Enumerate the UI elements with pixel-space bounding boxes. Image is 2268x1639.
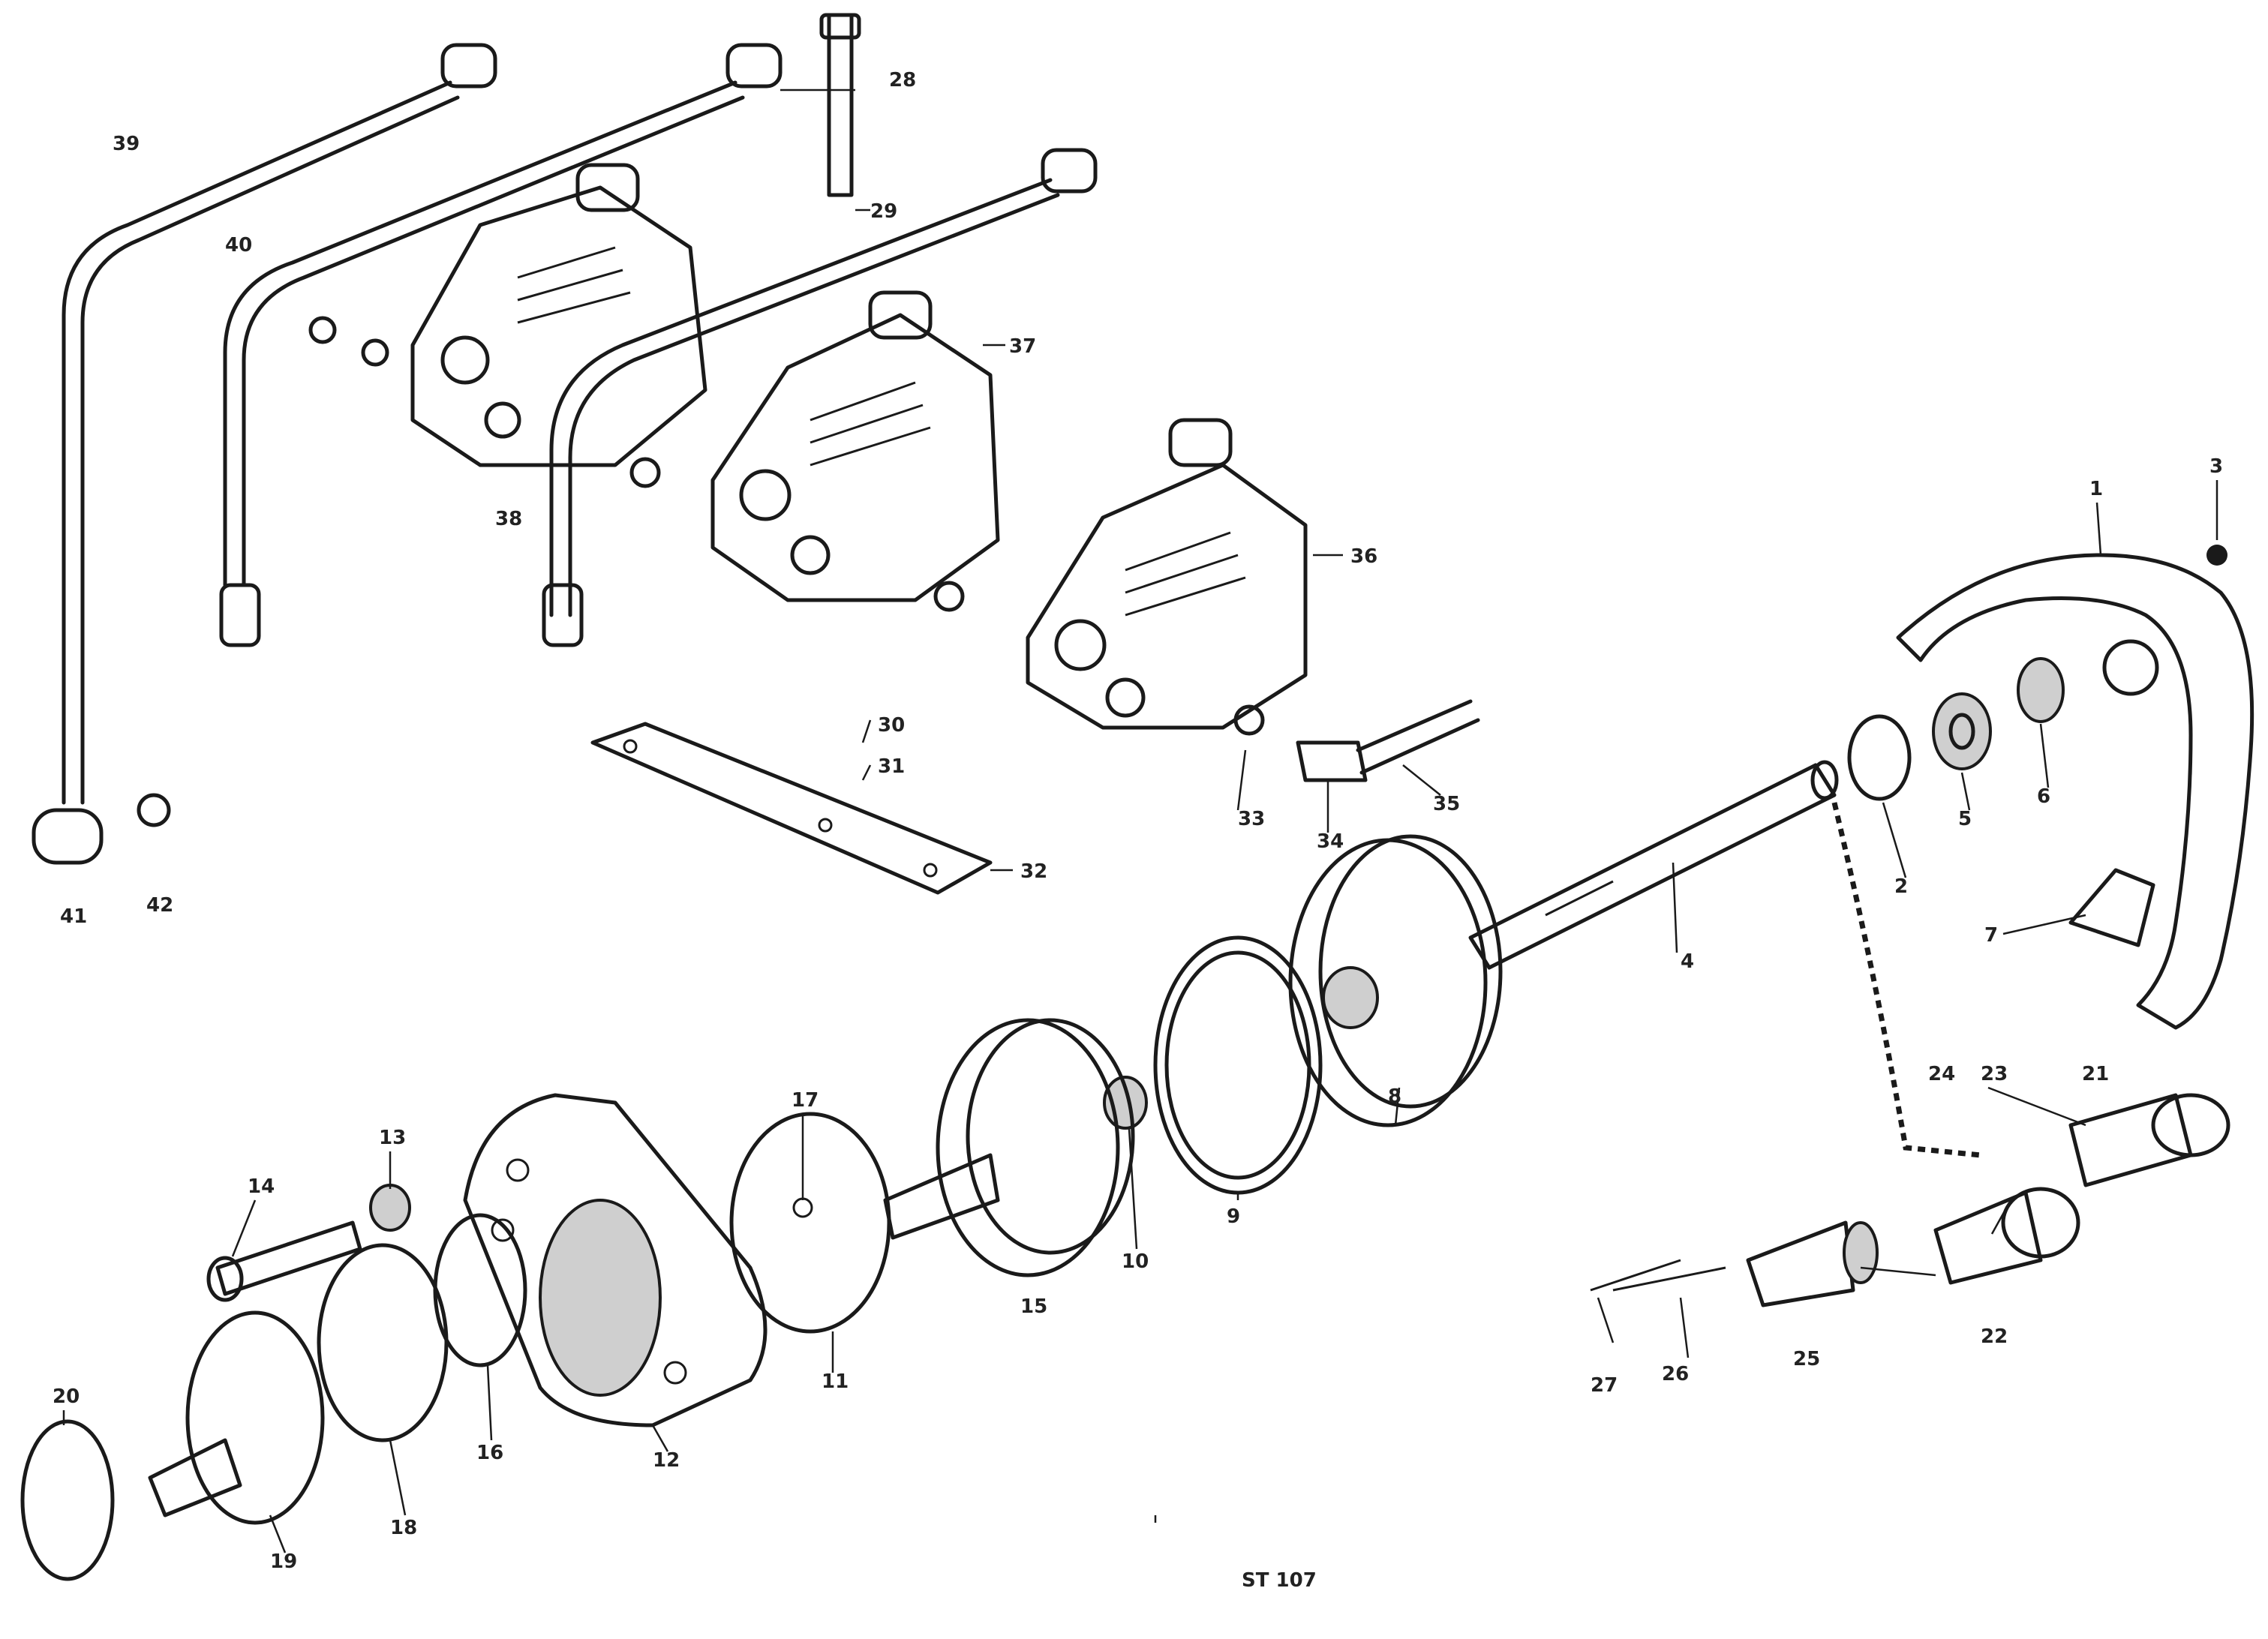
shaft-alignment-line [1831, 802, 1981, 1158]
o-rings-left [317, 1213, 527, 1442]
callout-34: 34 [1317, 830, 1344, 853]
callout-39: 39 [113, 133, 140, 155]
callout-35: 35 [1433, 793, 1460, 815]
callout-25: 25 [1793, 1348, 1820, 1370]
callout-33: 33 [1238, 808, 1265, 830]
callout-28: 28 [889, 69, 916, 92]
callout-4: 4 [1681, 950, 1694, 973]
gear-ring [1153, 935, 1323, 1195]
callout-19: 19 [270, 1550, 297, 1573]
callout-30: 30 [878, 714, 905, 737]
callout-32: 32 [1020, 860, 1047, 883]
pipe-group-left [62, 80, 1060, 805]
callout-22: 22 [1981, 1325, 2008, 1348]
callout-24: 24 [1928, 1063, 1955, 1085]
callout-41: 41 [60, 905, 87, 928]
callout-8: 8 [1388, 1085, 1401, 1108]
right-fittings [1590, 1093, 2230, 1307]
callout-36: 36 [1350, 545, 1377, 568]
callout-18: 18 [390, 1517, 417, 1539]
valve-block-3 [1026, 418, 1308, 730]
callout-27: 27 [1591, 1374, 1618, 1397]
callout-5: 5 [1958, 808, 1972, 830]
large-disc [1288, 834, 1503, 1127]
drawing-ref-code: ST 107 [1242, 1569, 1317, 1592]
valve-seals [308, 316, 1265, 736]
callout-26: 26 [1662, 1363, 1689, 1385]
callout-9: 9 [1227, 1205, 1240, 1228]
callout-38: 38 [495, 508, 522, 530]
callout-37: 37 [1009, 335, 1036, 358]
cover-bolt [206, 1184, 411, 1302]
control-arm [1896, 553, 2254, 1030]
leader-lines [62, 89, 2218, 1553]
callout-42: 42 [146, 894, 173, 917]
valve-block-1 [410, 163, 707, 467]
callout-21: 21 [2082, 1063, 2109, 1085]
callout-15: 15 [1020, 1295, 1047, 1318]
hub-flange [883, 1018, 1135, 1277]
washers-right [1847, 657, 2065, 801]
callout-40: 40 [225, 234, 252, 257]
vertical-bolt [819, 13, 861, 197]
connector-fitting [1296, 699, 1480, 782]
callout-12: 12 [653, 1449, 680, 1472]
pump-housing [463, 1093, 768, 1427]
pipe-fittings [32, 43, 1098, 865]
callout-7: 7 [1984, 924, 1998, 947]
callout-29: 29 [870, 200, 897, 223]
callout-14: 14 [248, 1175, 275, 1198]
callout-17: 17 [792, 1089, 819, 1112]
callout-16: 16 [476, 1442, 503, 1464]
callout-23: 23 [1981, 1063, 2008, 1085]
callout-11: 11 [822, 1370, 849, 1393]
drive-flange-left [20, 1310, 325, 1581]
valve-block-2 [710, 290, 1000, 602]
main-shaft [1468, 760, 1839, 970]
callout-20: 20 [53, 1385, 80, 1408]
callout-labels: 1 2 3 4 5 6 7 8 9 10 11 12 13 14 15 16 1… [53, 69, 2223, 1573]
lever-bracket [2068, 545, 2227, 947]
callout-13: 13 [379, 1127, 406, 1149]
callout-2: 2 [1894, 875, 1908, 898]
callout-31: 31 [878, 755, 905, 778]
callout-6: 6 [2037, 785, 2050, 808]
callout-3: 3 [2209, 455, 2223, 478]
callout-1: 1 [2089, 478, 2103, 500]
mounting-bar [590, 722, 993, 895]
drawing-reference: ST 107 [1242, 1569, 1317, 1592]
large-o-ring [729, 1112, 891, 1334]
callout-10: 10 [1122, 1250, 1149, 1273]
